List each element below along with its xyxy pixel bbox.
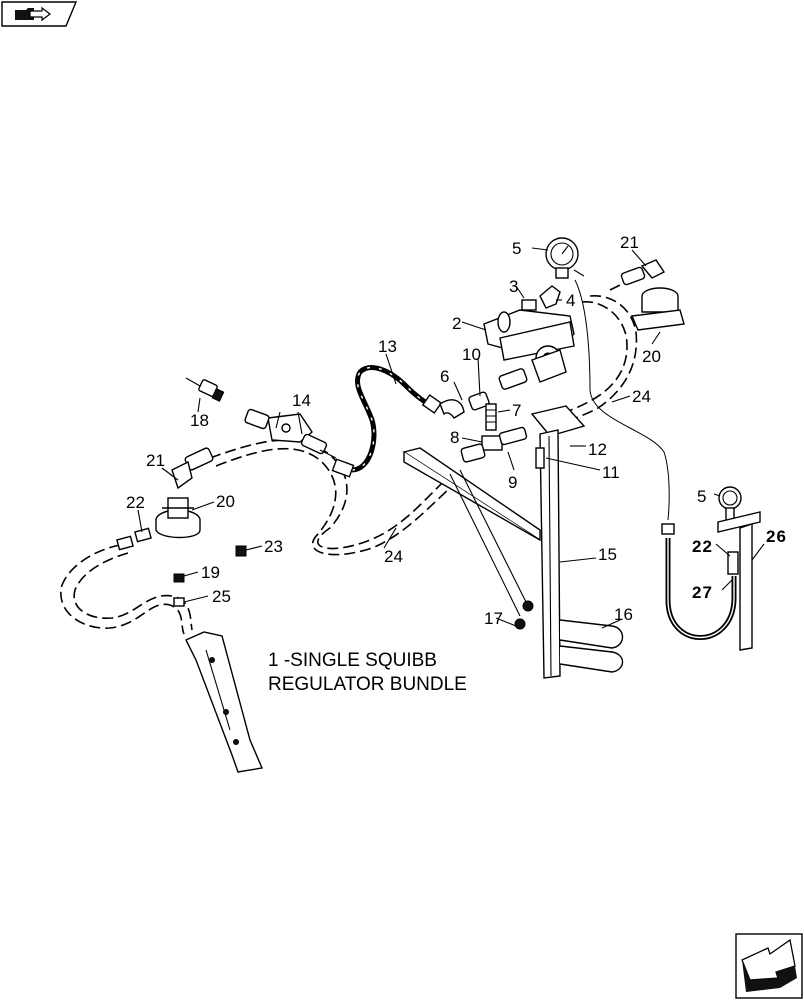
callout-21-left: 21 (146, 451, 165, 470)
next-page-arrow-icon (741, 938, 797, 992)
callout-21-right: 21 (620, 233, 639, 252)
callout-27: 27 (692, 583, 713, 602)
part-14-bulkhead (244, 408, 337, 459)
callout-24-left: 24 (384, 547, 403, 566)
callout-4: 4 (566, 291, 575, 310)
callout-2: 2 (452, 314, 461, 333)
right-lower-assembly (661, 486, 761, 651)
callout-6: 6 (440, 367, 449, 386)
callout-labels: 5 3 4 2 10 6 7 8 9 12 11 13 14 18 21 22 … (126, 233, 787, 628)
caption-line-1: 1 -SINGLE SQUIBB (268, 650, 437, 671)
callout-23: 23 (264, 537, 283, 556)
gauge-line (574, 279, 670, 521)
callout-17: 17 (484, 609, 503, 628)
callout-9: 9 (508, 473, 517, 492)
callout-18: 18 (190, 411, 209, 430)
callout-20-left: 20 (216, 492, 235, 511)
callout-11: 11 (602, 463, 620, 482)
caption-line-2: REGULATOR BUNDLE (268, 674, 467, 695)
leader-lines (137, 247, 765, 629)
callout-3: 3 (509, 277, 518, 296)
callout-13: 13 (378, 337, 397, 356)
callout-22-left: 22 (126, 493, 145, 512)
folder-arrow-icon (15, 6, 51, 22)
callout-24-right: 24 (632, 387, 651, 406)
callout-12: 12 (588, 440, 607, 459)
bottom-nav-tab[interactable] (735, 933, 803, 999)
callout-15: 15 (598, 545, 617, 564)
callout-14: 14 (292, 391, 311, 410)
hose-24-right-dashed (547, 275, 641, 429)
valve-assembly (439, 237, 585, 463)
callout-25: 25 (212, 587, 231, 606)
callout-7: 7 (512, 401, 521, 420)
callout-10: 10 (462, 345, 481, 364)
callout-8: 8 (450, 428, 459, 447)
callout-16: 16 (614, 605, 633, 624)
callout-5: 5 (512, 239, 521, 258)
callout-26: 26 (766, 527, 787, 546)
hose-24-dashed (60, 439, 451, 635)
hose-13 (331, 365, 443, 478)
callout-20-right: 20 (642, 347, 661, 366)
left-regulator-assembly (116, 447, 247, 607)
callout-5-right: 5 (697, 487, 706, 506)
main-bracket-15 (402, 405, 624, 679)
callout-19: 19 (201, 563, 220, 582)
right-upper-regulator (620, 259, 685, 331)
top-nav-tab[interactable] (1, 1, 78, 27)
callout-22-right: 22 (692, 537, 713, 556)
left-mount-bracket (185, 631, 263, 773)
part-18-fitting (185, 377, 225, 402)
